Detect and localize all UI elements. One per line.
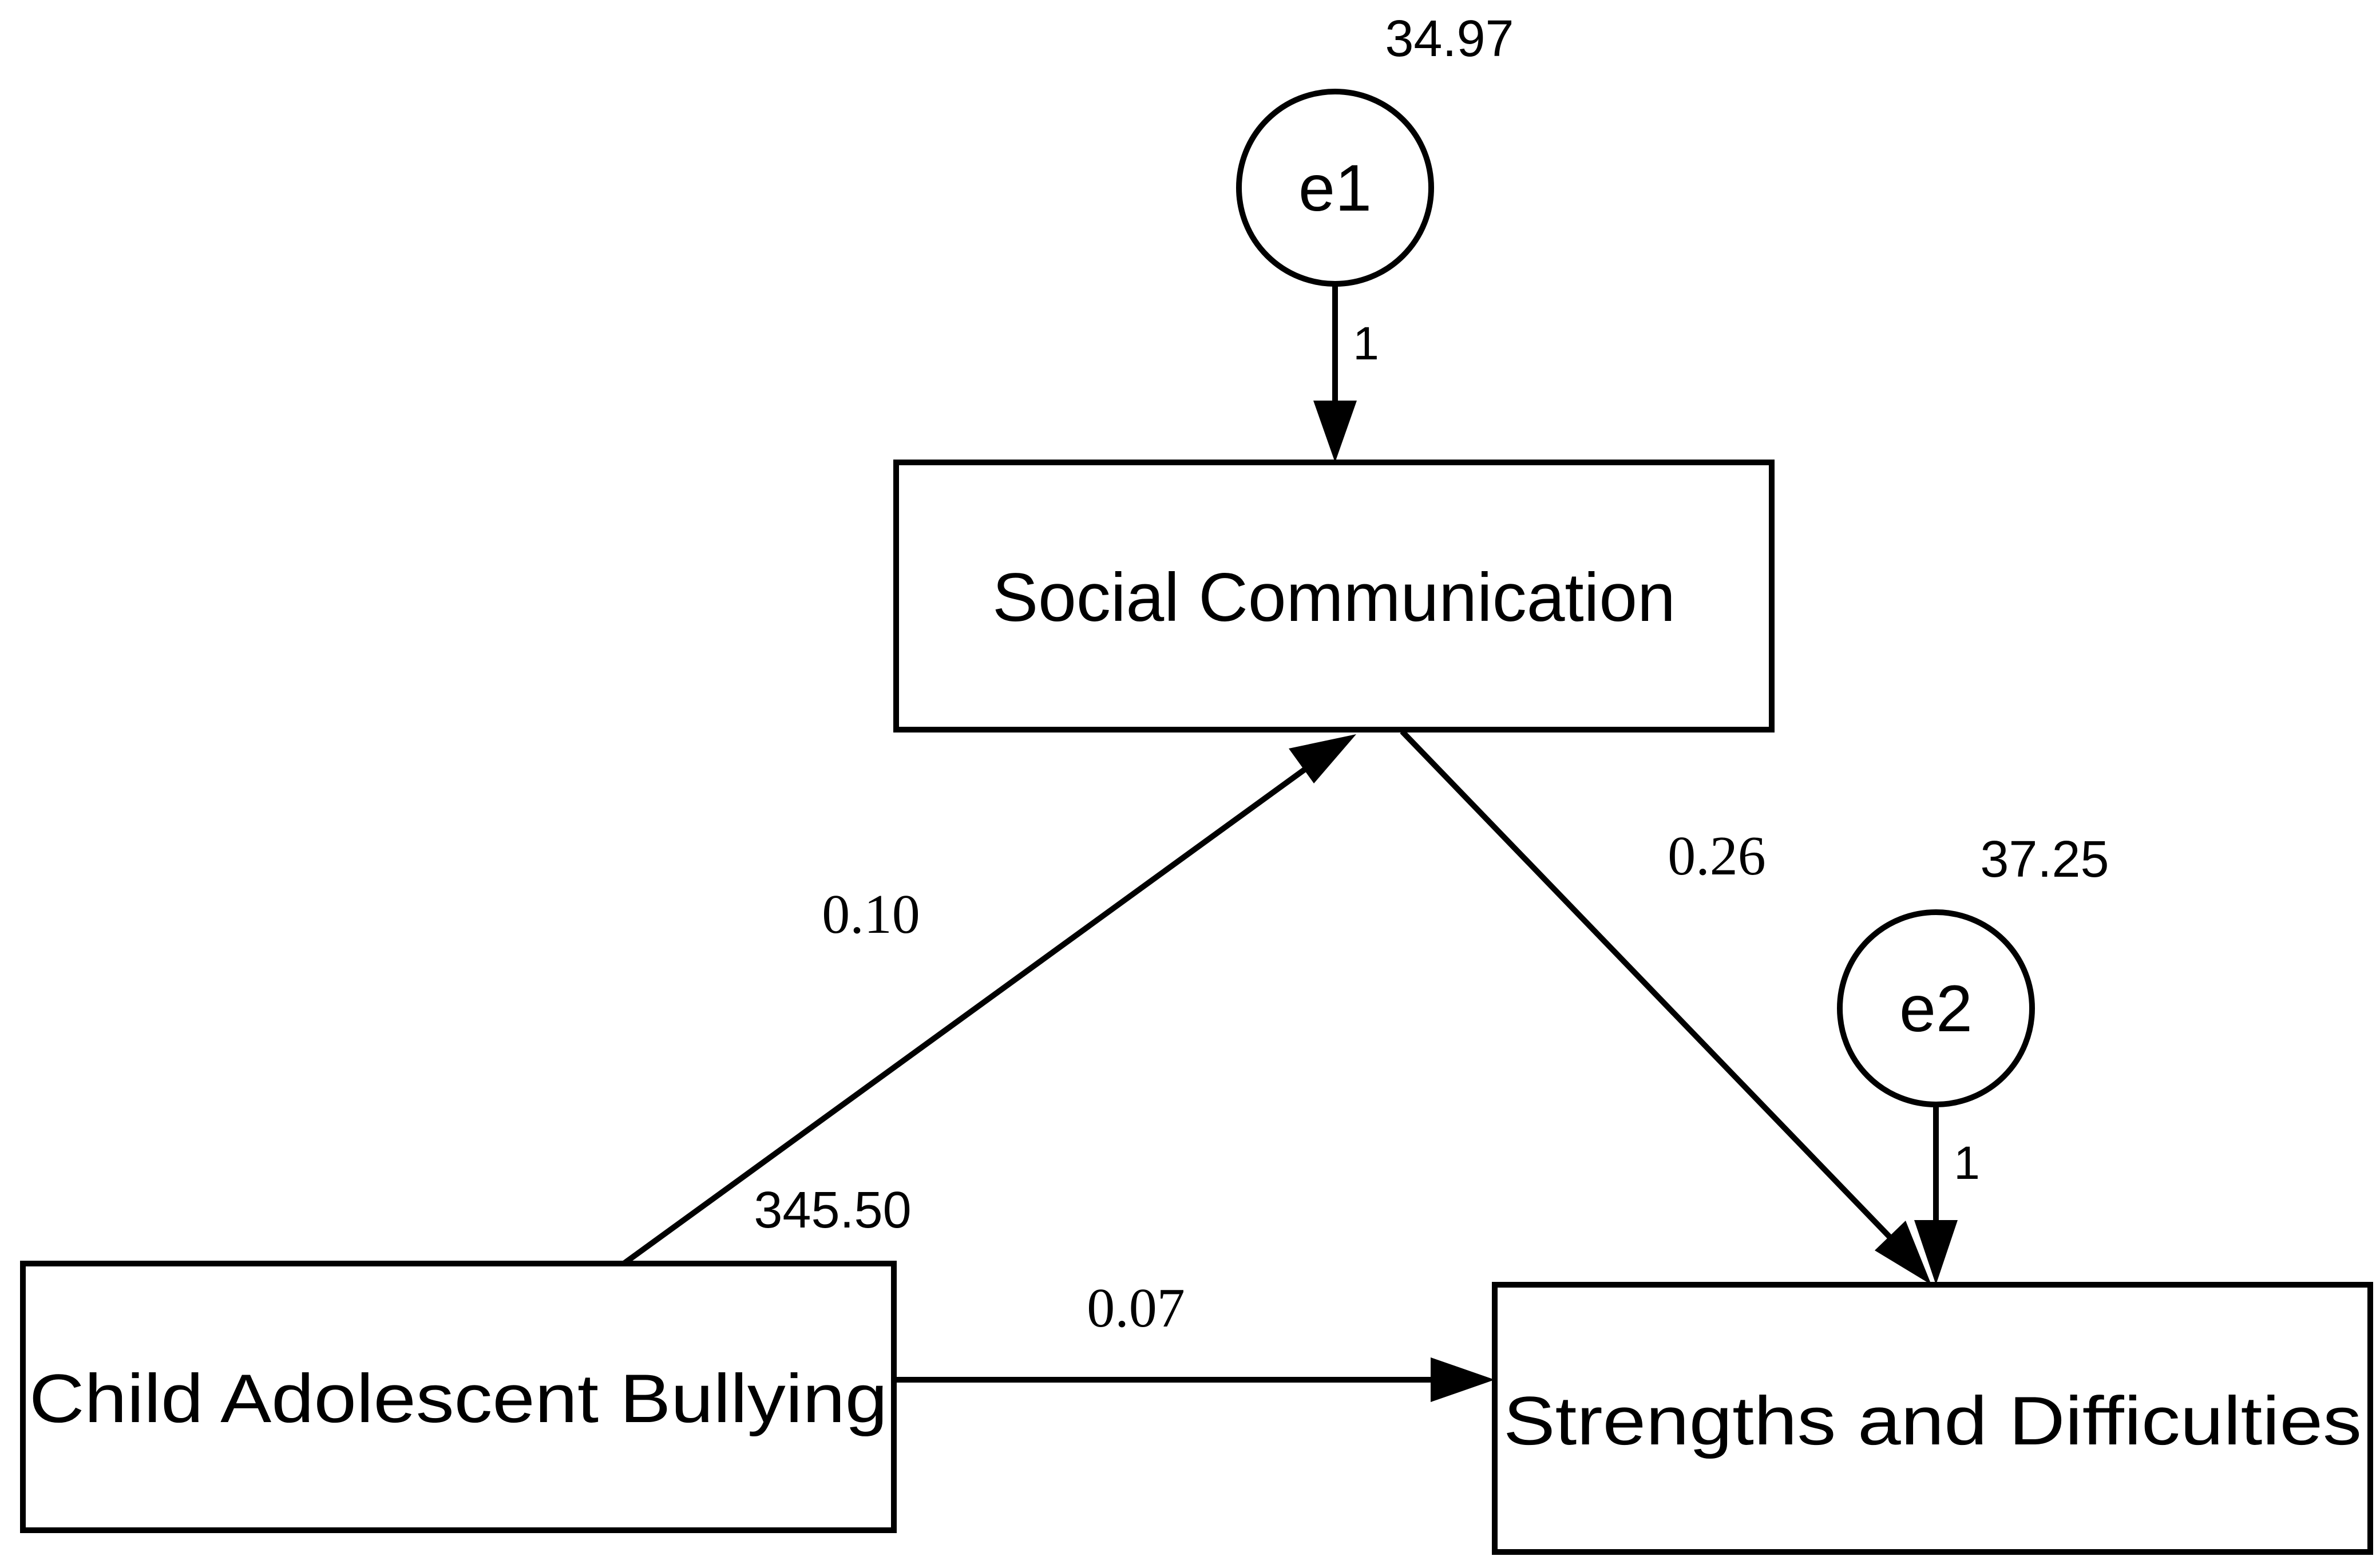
child-adolescent-bullying-label: Child Adolescent Bullying [29,1360,888,1437]
coef-bullying-to-social: 0.10 [822,884,920,945]
arrowhead-bullying-to-strengths [1431,1357,1495,1402]
child-adolescent-bullying-box [20,1261,897,1533]
e2-label: e2 [1899,972,1973,1046]
loading-e1-to-social: 1 [1353,318,1379,370]
social-communication-node: Social Communication [893,460,1775,732]
e1-label: e1 [1298,152,1372,225]
path-bullying-to-social-communication [622,758,1318,1266]
bullying-variance: 345.50 [754,1182,911,1239]
coef-bullying-to-strengths: 0.07 [1087,1277,1185,1339]
arrowhead-bullying-to-social-communication [1289,734,1356,783]
e1-variance: 34.97 [1385,10,1514,68]
e2-variance: 37.25 [1980,831,2109,888]
e1-circle [1236,89,1434,287]
e2-circle [1837,909,2035,1107]
child-adolescent-bullying-node: Child Adolescent Bullying [20,1261,897,1533]
strengths-and-difficulties-label: Strengths and Difficulties [1503,1383,2362,1459]
e1-node: e1 [1236,89,1434,287]
arrowhead-e1-to-social-communication [1313,401,1357,462]
arrowhead-social-communication-to-strengths [1875,1221,1931,1285]
strengths-and-difficulties-node: Strengths and Difficulties [1492,1282,2373,1555]
e2-node: e2 [1837,909,2035,1107]
coef-social-to-strengths: 0.26 [1668,825,1766,887]
arrowhead-e2-to-strengths [1914,1220,1958,1285]
social-communication-label: Social Communication [992,559,1676,636]
loading-e2-to-strengths: 1 [1954,1137,1980,1189]
strengths-and-difficulties-box [1492,1282,2373,1555]
social-communication-box [893,460,1775,732]
path-social-communication-to-strengths [1400,729,1902,1250]
